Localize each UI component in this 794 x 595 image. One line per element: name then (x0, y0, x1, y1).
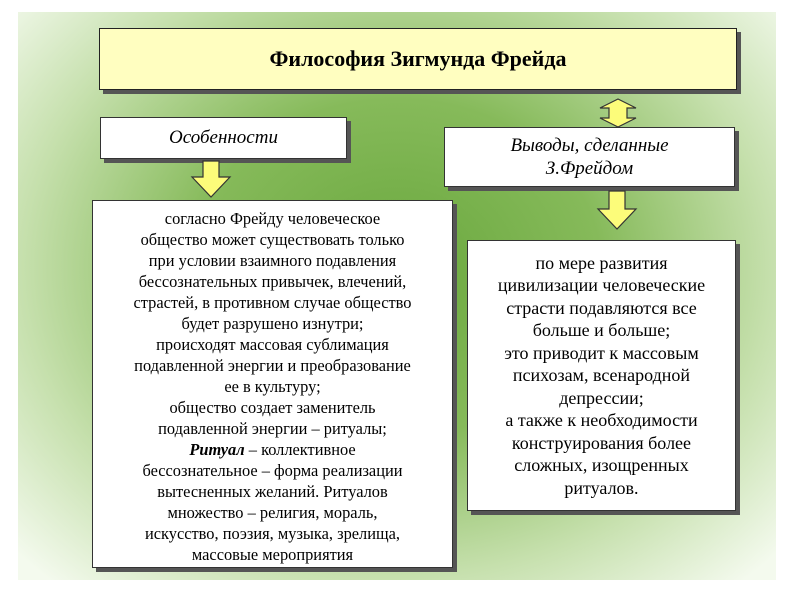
features-line: будет разрушено изнутри; (181, 314, 364, 333)
features-line: массовые мероприятия (191, 545, 354, 564)
ritual-term: Ритуал (189, 440, 245, 459)
conclusions-line: конструирования более (511, 432, 692, 453)
ritual-definition: – коллективное (244, 440, 356, 459)
features-line: происходят массовая сублимация (156, 335, 389, 354)
features-line: согласно Фрейду человеческое (164, 209, 381, 228)
conclusions-line: сложных, изощренных (514, 455, 689, 476)
conclusions-line: цивилизации человеческие (497, 275, 706, 296)
features-text-box: согласно Фрейду человеческое общество мо… (92, 200, 453, 568)
page-title: Философия Зигмунда Фрейда (269, 46, 567, 71)
conclusions-line: страсти подавляются все (506, 297, 697, 318)
features-line: бессознательное – форма реализации (142, 461, 403, 480)
features-line: подавленной энергии – ритуалы; (158, 419, 387, 438)
features-header-label: Особенности (169, 127, 278, 148)
features-line: множество – религия, мораль, (167, 503, 378, 522)
conclusions-line: по мере развития (535, 252, 668, 273)
down-arrow-icon (190, 160, 232, 198)
ritual-definition-line: Ритуал – коллективное (93, 439, 452, 460)
conclusions-text-box: по мере развития цивилизации человечески… (467, 240, 736, 511)
conclusions-line: ритуалов. (564, 477, 639, 498)
conclusions-header-line-1: Выводы, сделанные (510, 135, 669, 156)
features-line: ее в культуру; (224, 377, 321, 396)
features-line: общество создает заменитель (169, 398, 376, 417)
double-arrow-icon (599, 98, 637, 128)
conclusions-line: больше и больше; (532, 320, 671, 341)
conclusions-line: психозам, всенародной (512, 365, 691, 386)
conclusions-line: а также к необходимости (505, 410, 698, 431)
features-line: общество может существовать только (140, 230, 405, 249)
features-header: Особенности (100, 117, 347, 159)
features-line: вытесненных желаний. Ритуалов (157, 482, 388, 501)
down-arrow-icon (596, 190, 638, 230)
features-line: подавленной энергии и преобразование (134, 356, 411, 375)
conclusions-line: это приводит к массовым (504, 342, 699, 363)
conclusions-header: Выводы, сделанные З.Фрейдом (444, 127, 735, 187)
conclusions-header-line-2: З.Фрейдом (545, 158, 634, 179)
conclusions-line: депрессии; (559, 387, 644, 408)
features-line: бессознательных привычек, влечений, (138, 272, 407, 291)
title-box: Философия Зигмунда Фрейда (99, 28, 737, 90)
features-line: искусство, поэзия, музыка, зрелища, (144, 524, 400, 543)
features-line: страстей, в противном случае общество (133, 293, 412, 312)
features-line: при условии взаимного подавления (148, 251, 397, 270)
